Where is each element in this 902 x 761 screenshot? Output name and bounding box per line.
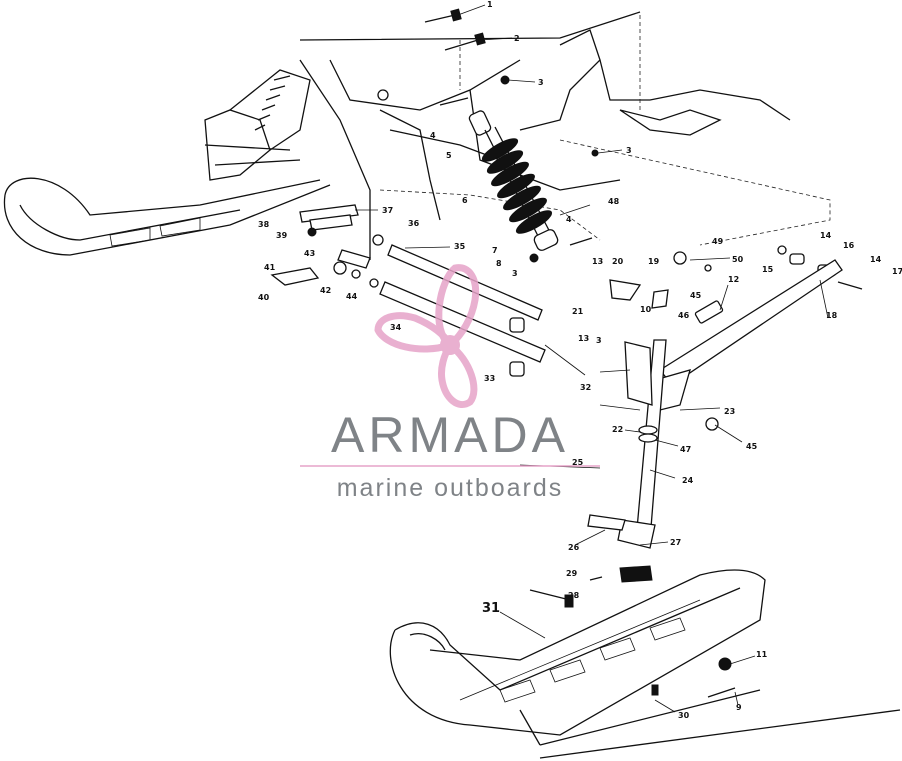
- chassis-frame: [299, 11, 831, 260]
- callout-c13b: 13: [578, 334, 589, 343]
- callout-c21: 21: [572, 307, 584, 316]
- callout-c17: 17: [892, 267, 902, 276]
- callout-c46: 46: [678, 311, 690, 320]
- callout-c9: 9: [736, 703, 742, 712]
- callout-c24: 24: [682, 476, 694, 485]
- callout-c16: 16: [843, 241, 855, 250]
- callout-c30: 30: [678, 711, 690, 720]
- callout-c32: 32: [580, 383, 591, 392]
- callout-c26: 26: [568, 543, 580, 552]
- callout-c48: 48: [608, 197, 620, 206]
- callout-c25: 25: [572, 458, 584, 467]
- callout-c15: 15: [762, 265, 774, 274]
- left-ski-assembly: [3, 69, 331, 256]
- callout-c3a: 3: [538, 78, 544, 87]
- callout-c36: 36: [408, 219, 420, 228]
- callout-c41: 41: [264, 263, 276, 272]
- callout-c50: 50: [732, 255, 744, 264]
- callout-c3b: 3: [626, 146, 632, 155]
- callout-labels: 1 2 3 4 5 6 3 48 4 7 8 3 49 50 14 16 15 …: [258, 0, 902, 720]
- front-ski: [389, 569, 901, 759]
- callout-c11: 11: [756, 650, 768, 659]
- callout-c45a: 45: [690, 291, 702, 300]
- spindle: [587, 339, 719, 583]
- callout-c40: 40: [258, 293, 270, 302]
- callout-c19: 19: [648, 257, 660, 266]
- callout-c45b: 45: [746, 442, 758, 451]
- left-shock-spring: [254, 75, 291, 131]
- callout-c3c: 3: [512, 269, 518, 278]
- callout-c42: 42: [320, 286, 331, 295]
- callout-c31: 31: [482, 601, 500, 616]
- callout-c33: 33: [484, 374, 495, 383]
- callout-c5: 5: [446, 151, 452, 160]
- callout-c10: 10: [640, 305, 652, 314]
- callout-c18: 18: [826, 311, 838, 320]
- callout-c6: 6: [462, 196, 468, 205]
- armada-logo-icon: [374, 264, 480, 408]
- callout-c22: 22: [612, 425, 623, 434]
- callout-c38: 38: [258, 220, 270, 229]
- callout-c4a: 4: [430, 131, 436, 140]
- callout-c14a: 14: [820, 231, 832, 240]
- callout-c49: 49: [712, 237, 724, 246]
- callout-c28: 28: [568, 591, 580, 600]
- watermark-brand: ARMADA: [331, 407, 569, 463]
- callout-c34: 34: [390, 323, 402, 332]
- callout-c23: 23: [724, 407, 735, 416]
- callout-c13a: 13: [592, 257, 603, 266]
- callout-c4b: 4: [566, 215, 572, 224]
- shock-absorber: [468, 110, 559, 251]
- callout-c12: 12: [728, 275, 739, 284]
- hardware-bolts: [377, 8, 863, 290]
- callout-c20: 20: [612, 257, 624, 266]
- callout-c47: 47: [680, 445, 691, 454]
- callout-c44: 44: [346, 292, 358, 301]
- callout-c29: 29: [566, 569, 578, 578]
- leader-lines: [355, 4, 829, 713]
- callout-c2: 2: [514, 34, 520, 43]
- callout-c37: 37: [382, 206, 393, 215]
- callout-c43: 43: [304, 249, 315, 258]
- callout-c14b: 14: [870, 255, 882, 264]
- callout-c27: 27: [670, 538, 681, 547]
- callout-c3d: 3: [596, 336, 602, 345]
- steering-arm: [609, 259, 843, 411]
- callout-c35: 35: [454, 242, 466, 251]
- tie-rods: [270, 204, 546, 377]
- callout-c1: 1: [487, 0, 493, 9]
- callout-c8: 8: [496, 259, 502, 268]
- watermark-tagline: marine outboards: [337, 474, 564, 502]
- callout-c39: 39: [276, 231, 288, 240]
- callout-c7: 7: [492, 246, 498, 255]
